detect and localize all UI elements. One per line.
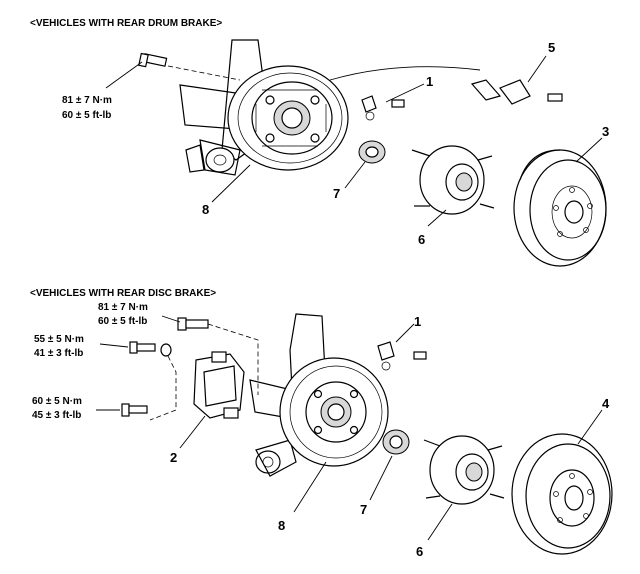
drum-torque-nm: 81 ± 7 N·m: [62, 95, 112, 106]
disc-torque-a-ftlb: 60 ± 5 ft-lb: [98, 316, 147, 327]
disc-torque-c-nm: 60 ± 5 N·m: [32, 396, 82, 407]
disc-clip-bolt: [377, 341, 427, 371]
disc-header: <VEHICLES WITH REAR DISC BRAKE>: [30, 288, 216, 299]
drum-knuckle: [179, 39, 263, 176]
drum-header: <VEHICLES WITH REAR DRUM BRAKE>: [30, 18, 222, 29]
brake-disc: [511, 433, 613, 555]
disc-torque-a-nm: 81 ± 7 N·m: [98, 302, 148, 313]
disc-backing-plate: [279, 357, 389, 467]
drum-torque-ftlb: 60 ± 5 ft-lb: [62, 110, 111, 121]
disc-label-7: 7: [360, 502, 367, 517]
drum-label-5: 5: [548, 40, 555, 55]
disc-label-8: 8: [278, 518, 285, 533]
disc-torque-b-nm: 55 ± 5 N·m: [34, 334, 84, 345]
drum-clip-bolt: [361, 95, 405, 121]
disc-label-2: 2: [170, 450, 177, 465]
drum-label-6: 6: [418, 232, 425, 247]
disc-bolt-c: [121, 403, 148, 417]
drum-label-1: 1: [426, 74, 433, 89]
drum-hub-nut: [358, 140, 386, 164]
drum-brake-section: <VEHICLES WITH REAR DRUM BRAKE> 81 ± 7 N…: [30, 18, 609, 267]
drum-torque-leader: [105, 61, 143, 89]
disc-brake-caliper: [193, 351, 245, 419]
disc-torque-b-ftlb: 41 ± 3 ft-lb: [34, 348, 83, 359]
disc-bolt-a: [177, 317, 209, 331]
drum-label-8: 8: [202, 202, 209, 217]
disc-label-6: 6: [416, 544, 423, 559]
disc-torque-c-ftlb: 45 ± 3 ft-lb: [32, 410, 81, 421]
disc-hub-assembly: [423, 435, 505, 505]
drum-hub-assembly: [411, 145, 495, 215]
brake-drum: [513, 149, 607, 267]
drum-backing-plate: [227, 65, 349, 171]
drum-wheel-speed-sensor: [470, 79, 563, 105]
disc-brake-section: <VEHICLES WITH REAR DISC BRAKE> 81 ± 7 N…: [30, 288, 613, 559]
disc-label-4: 4: [602, 396, 610, 411]
drum-mount-bolt: [138, 52, 168, 68]
drum-label-3: 3: [602, 124, 609, 139]
disc-knuckle: [249, 313, 327, 477]
disc-label-1: 1: [414, 314, 421, 329]
disc-bolt-b: [129, 341, 172, 357]
drum-label-7: 7: [333, 186, 340, 201]
disc-hub-nut: [382, 429, 410, 455]
